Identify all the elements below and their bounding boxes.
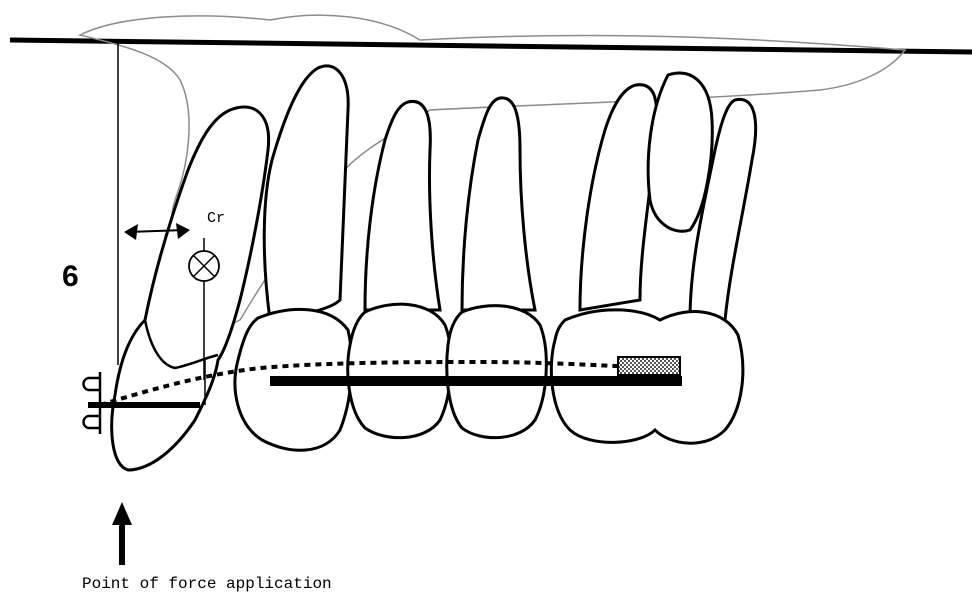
figure-number: 6 [62, 260, 79, 293]
center-of-resistance-icon [189, 251, 219, 281]
premolar-1-root [365, 101, 440, 310]
molar-root-mesial [580, 85, 657, 310]
anterior-wire [88, 402, 200, 408]
premolar-2-crown [447, 306, 547, 438]
premolar-1-crown [348, 304, 451, 437]
double-arrow-left-head [124, 224, 138, 240]
force-application-caption: Point of force application [82, 575, 332, 593]
cr-label: Cr [207, 210, 225, 227]
force-arrow-head [112, 502, 132, 525]
reference-plane-line [10, 40, 972, 52]
canine-tooth [264, 66, 348, 320]
segmental-wire [270, 376, 682, 386]
molar-tube [618, 357, 680, 375]
premolar-2-root [462, 98, 535, 310]
